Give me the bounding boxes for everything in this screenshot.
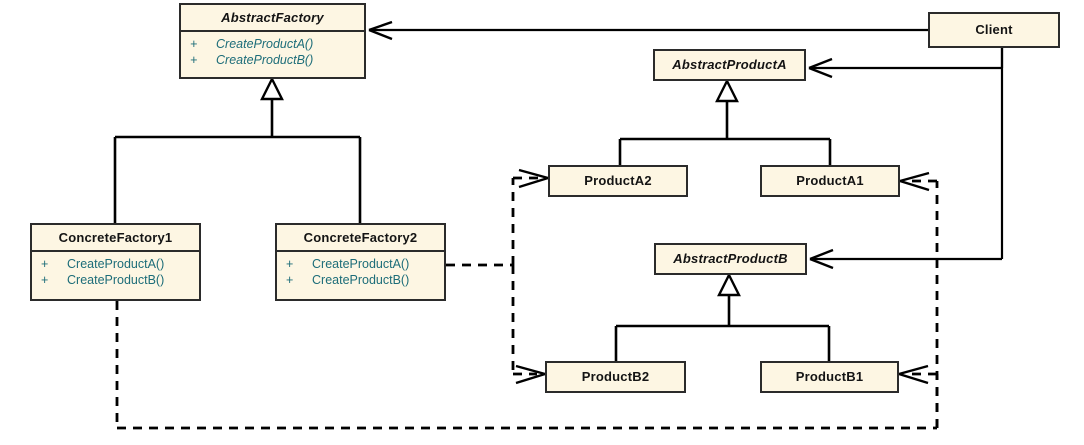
class-members-abstract-factory: + CreateProductA() + CreateProductB()	[181, 32, 364, 71]
class-member: + CreateProductB()	[277, 272, 444, 288]
member-signature: CreateProductA()	[312, 257, 410, 271]
arrowhead-dependency-cf1	[898, 171, 930, 385]
member-signature: CreateProductB()	[67, 273, 165, 287]
class-product-a1[interactable]: ProductA1	[760, 165, 900, 197]
class-member: + CreateProductA()	[32, 256, 199, 272]
class-product-a2[interactable]: ProductA2	[548, 165, 688, 197]
class-product-b2[interactable]: ProductB2	[545, 361, 686, 393]
class-name-abstract-product-b: AbstractProductB	[673, 251, 788, 266]
class-members-concrete-factory-1: + CreateProductA() + CreateProductB()	[32, 252, 199, 291]
class-name-product-b1: ProductB1	[795, 369, 864, 384]
edge-generalization-concrete-factories	[113, 76, 362, 223]
class-member: + CreateProductA()	[181, 36, 364, 52]
visibility-marker: +	[41, 273, 49, 287]
edge-dependency-concrete-factory-2	[446, 176, 540, 376]
class-abstract-product-b[interactable]: AbstractProductB	[654, 243, 807, 275]
class-member: + CreateProductB()	[32, 272, 199, 288]
class-members-concrete-factory-2: + CreateProductA() + CreateProductB()	[277, 252, 444, 291]
visibility-marker: +	[190, 53, 198, 67]
class-concrete-factory-1[interactable]: ConcreteFactory1 + CreateProductA() + Crea…	[30, 223, 201, 301]
visibility-marker: +	[286, 257, 294, 271]
member-signature: CreateProductB()	[216, 53, 314, 67]
class-concrete-factory-2[interactable]: ConcreteFactory2 + CreateProductA() + Crea…	[275, 223, 446, 301]
class-member: + CreateProductB()	[181, 52, 364, 68]
class-name-product-b2: ProductB2	[581, 369, 650, 384]
class-name-abstract-product-a: AbstractProductA	[672, 57, 787, 72]
class-abstract-product-a[interactable]: AbstractProductA	[653, 49, 806, 81]
class-abstract-factory[interactable]: AbstractFactory + CreateProductA() + Creat…	[179, 3, 366, 79]
class-name-concrete-factory-1: ConcreteFactory1	[32, 225, 199, 252]
class-client[interactable]: Client	[928, 12, 1060, 48]
edge-generalization-product-b	[614, 272, 831, 361]
class-name-client: Client	[975, 22, 1013, 37]
edge-dependency-concrete-factory-1	[115, 179, 939, 430]
arrowhead-dependency-cf2	[515, 168, 549, 385]
member-signature: CreateProductA()	[216, 37, 314, 51]
member-signature: CreateProductB()	[312, 273, 410, 287]
visibility-marker: +	[41, 257, 49, 271]
visibility-marker: +	[286, 273, 294, 287]
class-member: + CreateProductA()	[277, 256, 444, 272]
class-name-product-a1: ProductA1	[796, 173, 864, 188]
edge-association-client-abstract-product-a	[808, 48, 1004, 79]
class-product-b1[interactable]: ProductB1	[760, 361, 899, 393]
visibility-marker: +	[190, 37, 198, 51]
member-signature: CreateProductA()	[67, 257, 165, 271]
edge-association-client-abstract-product-b	[809, 48, 1004, 270]
edge-generalization-product-a	[618, 78, 832, 165]
class-name-concrete-factory-2: ConcreteFactory2	[277, 225, 444, 252]
edge-association-client-abstract-factory	[368, 20, 928, 41]
class-name-product-a2: ProductA2	[584, 173, 652, 188]
class-name-abstract-factory: AbstractFactory	[181, 5, 364, 32]
